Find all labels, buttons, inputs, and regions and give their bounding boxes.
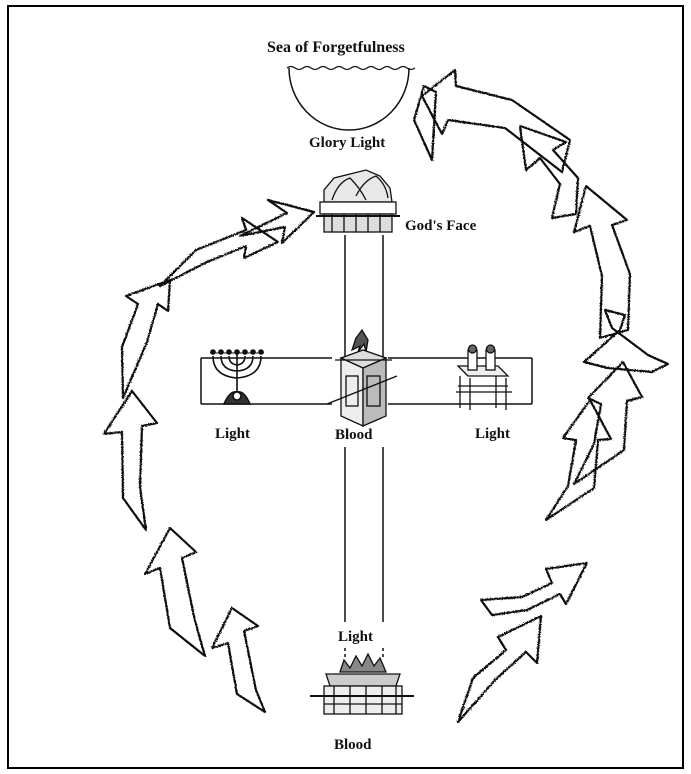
light-right-label: Light — [475, 426, 511, 442]
blood-center-label: Blood — [335, 427, 373, 443]
cross-shape — [200, 235, 533, 658]
blood-bottom-label: Blood — [334, 737, 372, 753]
brazen-altar-icon — [310, 652, 414, 715]
menorah-icon — [210, 349, 264, 405]
light-left-label: Light — [215, 426, 251, 442]
right-arrow-chain — [412, 68, 670, 724]
light-bottom-label: Light — [338, 629, 374, 645]
sea-of-forgetfulness-label: Sea of Forgetfulness — [267, 39, 405, 56]
glory-light-label: Glory Light — [309, 135, 386, 151]
altar-of-incense-icon — [326, 328, 398, 428]
table-of-showbread-icon — [456, 344, 512, 410]
sea-of-forgetfulness-bowl — [286, 65, 416, 131]
left-arrow-chain — [102, 198, 316, 714]
gods-face-label: God's Face — [405, 218, 477, 234]
ark-of-covenant-icon — [316, 169, 400, 233]
